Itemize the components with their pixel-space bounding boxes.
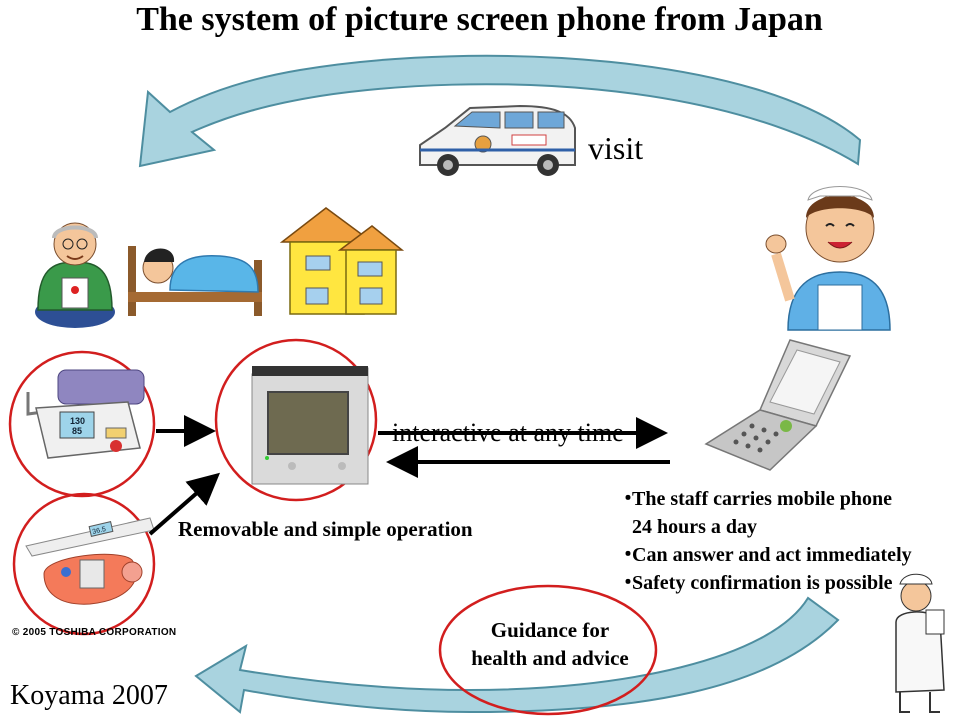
staff-note: ・Safety confirmation is possible bbox=[618, 572, 893, 594]
thermometer-reading: 36.5 bbox=[92, 526, 107, 536]
copyright-notice: © 2005 TOSHIBA CORPORATION bbox=[12, 627, 177, 638]
houses-icon bbox=[279, 207, 405, 315]
bedridden-person-icon bbox=[128, 246, 262, 316]
staff-note: ・Can answer and act immediately bbox=[618, 544, 912, 566]
bp-reading-top: 130 bbox=[70, 416, 85, 426]
blood-pressure-circle bbox=[8, 350, 156, 498]
care-worker-icon bbox=[765, 186, 891, 331]
page-title: The system of picture screen phone from … bbox=[136, 1, 823, 38]
thermometer-circle bbox=[12, 492, 156, 636]
blood-pressure-monitor-icon bbox=[26, 369, 145, 459]
interactive-label: interactive at any time bbox=[392, 418, 624, 447]
nurse-icon bbox=[895, 573, 945, 713]
bp-reading-mid: 85 bbox=[72, 426, 82, 436]
top-curved-arrow bbox=[138, 54, 862, 168]
videophone-circle bbox=[214, 338, 378, 502]
staff-note: 24 hours a day bbox=[632, 516, 758, 538]
citation-label: Koyama 2007 bbox=[10, 680, 168, 711]
guidance-label: Guidance for health and advice bbox=[471, 618, 629, 670]
mobile-phone-icon bbox=[704, 339, 852, 471]
thermometer-icon bbox=[25, 517, 155, 605]
bottom-curved-arrow bbox=[194, 596, 840, 714]
staff-notes: ・The staff carries mobile phone 24 hours… bbox=[618, 485, 912, 597]
removable-label: Removable and simple operation bbox=[178, 517, 473, 541]
care-car-icon bbox=[419, 104, 576, 176]
thermo-to-videophone-arrow bbox=[148, 472, 221, 536]
staff-note: ・The staff carries mobile phone bbox=[618, 488, 892, 510]
videophone-device-icon bbox=[251, 366, 369, 485]
elderly-man-icon bbox=[35, 222, 115, 328]
visit-label: visit bbox=[588, 130, 644, 166]
guidance-ellipse bbox=[438, 584, 658, 716]
